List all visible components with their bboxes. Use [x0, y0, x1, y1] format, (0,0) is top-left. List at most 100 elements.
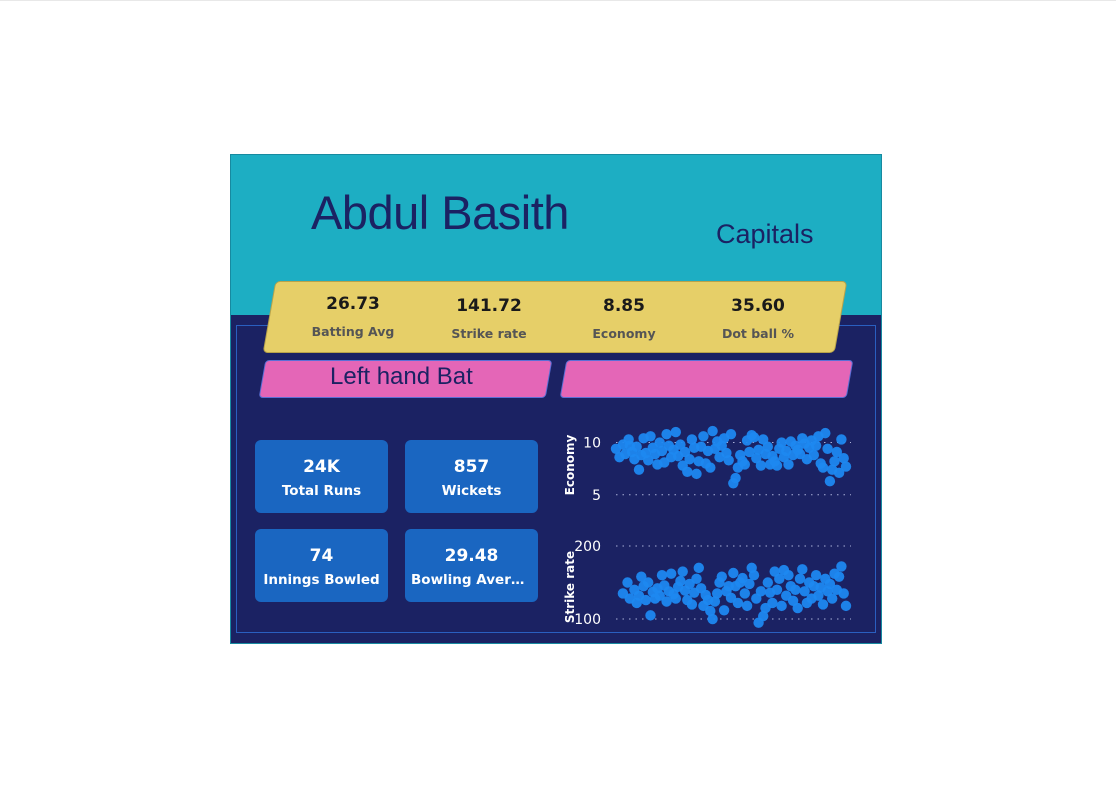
stat-strike-rate: 141.72 Strike rate [429, 296, 549, 341]
data-point[interactable] [748, 569, 760, 581]
data-point[interactable] [622, 577, 633, 588]
data-point[interactable] [654, 437, 665, 448]
data-point[interactable] [670, 593, 681, 604]
data-point[interactable] [705, 605, 716, 617]
data-point[interactable] [712, 588, 723, 599]
data-point[interactable] [661, 428, 672, 440]
data-point[interactable] [794, 573, 806, 585]
data-point[interactable] [829, 456, 840, 467]
data-point[interactable] [833, 467, 845, 479]
data-point[interactable] [783, 459, 794, 470]
data-point[interactable] [654, 590, 665, 601]
data-point[interactable] [645, 431, 656, 442]
data-point[interactable] [730, 472, 741, 484]
data-point[interactable] [716, 571, 727, 582]
data-point[interactable] [728, 567, 739, 579]
data-point[interactable] [686, 599, 698, 610]
data-point[interactable] [707, 425, 718, 437]
data-point[interactable] [820, 427, 831, 439]
data-point[interactable] [838, 453, 849, 464]
stat-value: 141.72 [456, 296, 522, 316]
data-point[interactable] [684, 454, 695, 465]
kpi-label: Bowling Avera... [411, 572, 536, 588]
data-point[interactable] [693, 562, 704, 574]
data-point[interactable] [758, 610, 769, 622]
data-point[interactable] [675, 575, 686, 587]
data-point[interactable] [661, 596, 672, 607]
kpi-bowling-average: 29.48 Bowling Avera... [405, 529, 538, 602]
data-point[interactable] [643, 577, 654, 588]
team-name: Capitals [716, 219, 814, 249]
data-point[interactable] [755, 460, 767, 471]
data-point[interactable] [698, 431, 709, 442]
bowling-style-banner [559, 360, 854, 398]
data-point[interactable] [836, 561, 847, 572]
data-point[interactable] [831, 446, 842, 458]
data-point[interactable] [744, 578, 755, 590]
data-point[interactable] [824, 475, 836, 487]
data-point[interactable] [836, 434, 847, 445]
data-point[interactable] [744, 446, 755, 458]
data-point[interactable] [822, 443, 833, 455]
data-point[interactable] [691, 573, 702, 585]
data-point[interactable] [762, 577, 773, 588]
kpi-value: 857 [453, 457, 490, 477]
y-tick-label: 10 [583, 436, 601, 452]
data-point[interactable] [633, 464, 645, 475]
data-point[interactable] [737, 572, 748, 584]
data-point[interactable] [840, 461, 852, 472]
data-point[interactable] [838, 588, 849, 599]
kpi-value: 74 [309, 546, 334, 566]
data-point[interactable] [755, 586, 767, 597]
data-point[interactable] [666, 568, 677, 579]
data-point[interactable] [840, 600, 852, 612]
data-point[interactable] [725, 428, 737, 440]
data-point[interactable] [686, 434, 698, 445]
data-point[interactable] [705, 462, 716, 473]
data-point[interactable] [707, 613, 718, 625]
stat-label: Economy [592, 326, 656, 341]
data-point[interactable] [776, 437, 787, 448]
data-point[interactable] [833, 571, 845, 582]
data-point[interactable] [670, 426, 681, 438]
data-point[interactable] [723, 455, 734, 466]
stat-value: 26.73 [326, 294, 380, 314]
data-point[interactable] [645, 610, 656, 621]
data-point[interactable] [774, 573, 785, 585]
data-point[interactable] [810, 569, 822, 581]
data-point[interactable] [790, 584, 801, 596]
data-point[interactable] [640, 594, 652, 606]
data-point[interactable] [783, 569, 794, 581]
data-point[interactable] [741, 600, 753, 612]
data-point[interactable] [813, 590, 824, 601]
data-point[interactable] [682, 466, 693, 477]
data-point[interactable] [656, 569, 668, 581]
data-point[interactable] [827, 593, 838, 604]
y-tick-label: 100 [574, 612, 601, 628]
data-point[interactable] [810, 440, 822, 451]
data-point[interactable] [817, 599, 829, 610]
data-point[interactable] [739, 588, 750, 599]
data-point[interactable] [799, 586, 810, 597]
data-point[interactable] [771, 584, 783, 596]
data-point[interactable] [776, 600, 787, 612]
data-point[interactable] [636, 571, 647, 582]
data-point[interactable] [691, 468, 702, 480]
data-point[interactable] [808, 449, 819, 461]
data-point[interactable] [797, 564, 808, 575]
data-point[interactable] [631, 441, 642, 452]
data-point[interactable] [792, 602, 803, 614]
data-point[interactable] [767, 597, 778, 609]
data-point[interactable] [762, 441, 773, 452]
data-point[interactable] [732, 597, 744, 609]
data-point[interactable] [709, 596, 721, 607]
data-point[interactable] [771, 460, 783, 471]
data-point[interactable] [824, 578, 836, 590]
data-point[interactable] [748, 432, 760, 443]
data-point[interactable] [718, 605, 730, 616]
data-point[interactable] [643, 455, 654, 466]
data-point[interactable] [677, 566, 688, 577]
data-point[interactable] [817, 462, 829, 473]
data-point[interactable] [739, 459, 750, 470]
